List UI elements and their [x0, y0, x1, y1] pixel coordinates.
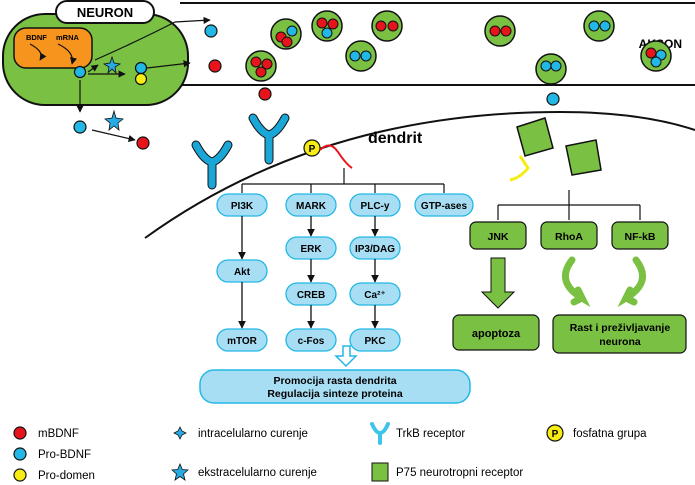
trkb-outcome-line-2: Regulacija sinteze proteina — [267, 388, 403, 400]
probdnf-icon — [13, 447, 27, 461]
phosphate-group — [303, 139, 321, 157]
p75-0-label: JNK — [487, 231, 508, 243]
dendrite-membrane — [144, 110, 695, 239]
phosphate-icon-symbol: P — [552, 429, 559, 440]
phosphate-icon — [546, 424, 564, 442]
legend-label-intra-star: intracelularno curenje — [198, 428, 308, 440]
mrna-label: mRNA — [56, 33, 80, 42]
p75-1-label: RhoA — [555, 231, 583, 243]
neuron-title-badge — [55, 0, 155, 24]
legend-probdnf: Pro-BDNF — [13, 447, 91, 461]
trk-1-3-label: c-Fos — [298, 336, 325, 347]
down-arrow-icon — [480, 257, 516, 309]
dendrite-label: dendrit — [368, 130, 423, 147]
p75-2-label: NF-kB — [625, 231, 656, 243]
trk-2-3-box — [349, 328, 401, 352]
trk-0-0-label: PI3K — [231, 201, 254, 212]
phosphate-symbol: P — [309, 144, 316, 155]
extra-leak-star-icon — [104, 109, 124, 131]
vesicles — [245, 10, 672, 106]
mbdnf-icon — [13, 426, 27, 440]
trk-3-0-label: GTP-ases — [421, 201, 468, 212]
trk-3-0-box — [414, 193, 474, 217]
legend-label-mbdnf: mBDNF — [38, 428, 79, 440]
trk-2-3-label: PKC — [364, 336, 385, 347]
curved-arrow-icon-1 — [561, 256, 591, 308]
trk-1-3-box — [285, 328, 337, 352]
legend-label-trkb: TrkB receptor — [396, 428, 465, 440]
trk-2-0-label: PLC-y — [361, 201, 390, 212]
p75-1-box — [540, 221, 598, 250]
legend-trkb: TrkB receptor — [370, 422, 465, 445]
neuron-title: NEURON — [77, 5, 133, 20]
legend: mBDNF Pro-BDNF Pro-domen intracelularno cur… — [13, 422, 647, 482]
legend-prodomain: Pro-domen — [13, 468, 95, 482]
trkb-outcome-box — [199, 369, 471, 404]
p75-receptors — [509, 117, 602, 182]
survival-line-1: Rast i preživljavanje — [570, 322, 671, 334]
trk-0-2-box — [216, 328, 268, 352]
p75-pathway-boxes: JNK RhoA NF-kB — [469, 221, 669, 250]
outcome-arrow-icon — [334, 345, 358, 368]
trkb-icon — [370, 422, 390, 445]
trk-2-2-label: Ca²⁺ — [364, 290, 385, 301]
legend-label-extra-star: ekstracelularno curenje — [198, 467, 317, 479]
p75-pathway-tree — [497, 190, 641, 220]
p75-0-box — [469, 221, 527, 250]
trk-1-0-label: MARK — [296, 201, 327, 212]
legend-intra-star: intracelularno curenje — [173, 426, 308, 440]
survival-line-2: neurona — [599, 336, 641, 348]
legend-label-phosphate: fosfatna grupa — [573, 428, 647, 440]
legend-mbdnf: mBDNF — [13, 426, 79, 440]
intra-star-icon — [173, 426, 187, 440]
p75-icon — [371, 462, 389, 482]
trk-1-2-label: CREB — [297, 290, 325, 301]
apoptosis-box — [452, 314, 540, 351]
extracellular-leak — [73, 80, 150, 150]
extra-star-icon — [171, 462, 189, 481]
legend-label-probdnf: Pro-BDNF — [38, 449, 91, 461]
legend-label-p75: P75 neurotropni receptor — [396, 467, 523, 479]
trk-0-2-label: mTOR — [227, 336, 258, 347]
intra-leak-star-icon — [102, 55, 122, 75]
gene-label: BDNF — [26, 33, 47, 42]
legend-label-prodomain: Pro-domen — [38, 470, 95, 482]
trk-0-1-label: Akt — [234, 267, 251, 278]
trkb-pathway-tree — [241, 168, 445, 193]
legend-p75: P75 neurotropni receptor — [371, 462, 523, 482]
trkb-receptors — [191, 113, 290, 190]
legend-extra-star: ekstracelularno curenje — [171, 462, 317, 481]
prodomain-icon — [13, 468, 27, 482]
trk-2-1-label: IP3/DAG — [355, 244, 395, 255]
trkb-outcome-line-1: Promocija rasta dendrita — [273, 375, 396, 387]
trk-1-1-label: ERK — [300, 244, 322, 255]
curved-arrow-icon-2 — [617, 256, 647, 308]
p75-2-box — [611, 221, 669, 250]
apoptosis-label: apoptoza — [472, 328, 521, 340]
survival-box — [552, 314, 687, 354]
neuron-cell-body: NEURON BDNF mRNA — [2, 0, 222, 106]
